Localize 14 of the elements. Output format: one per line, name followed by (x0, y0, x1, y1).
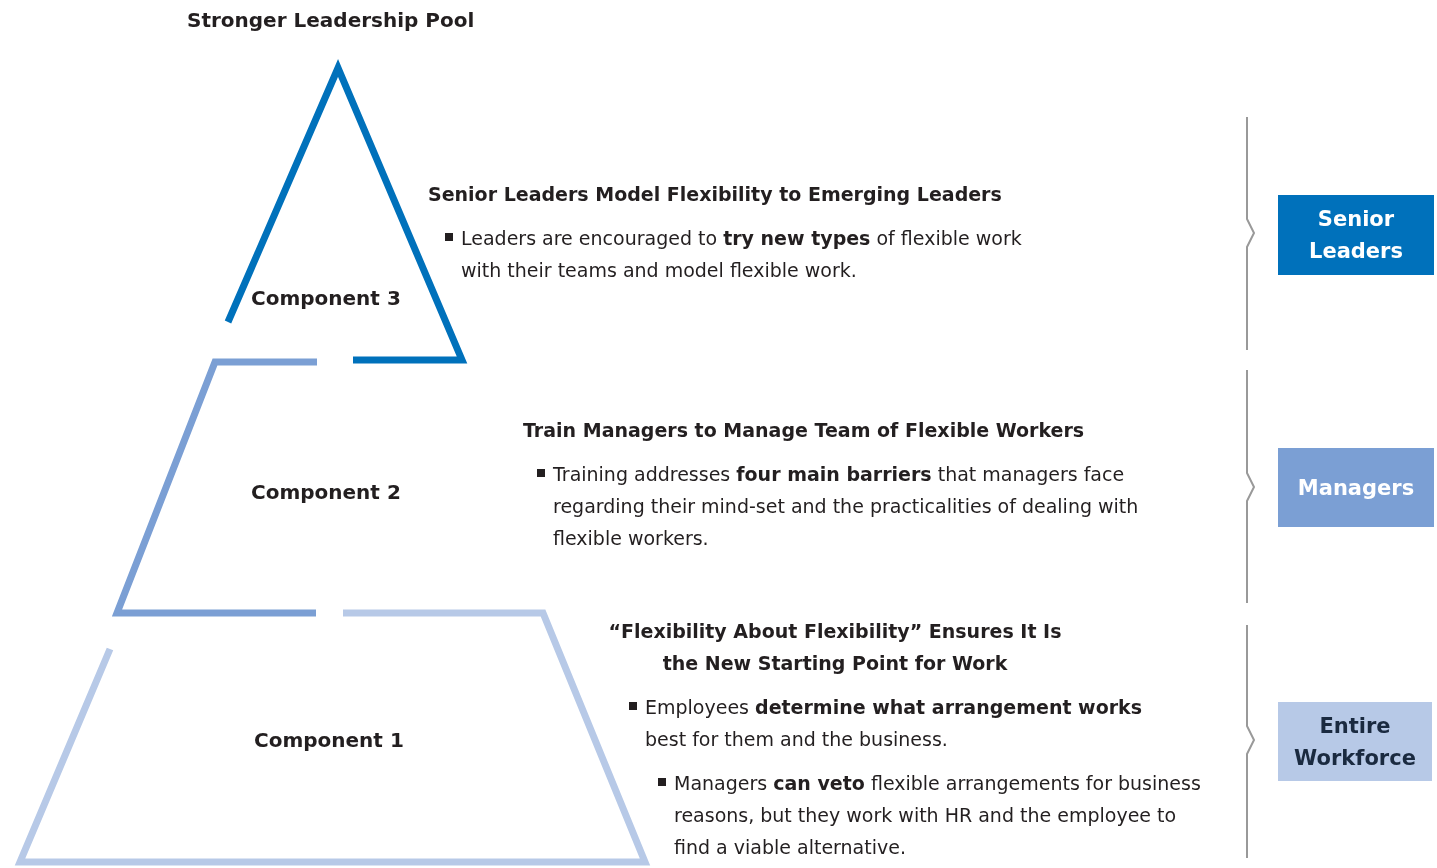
audience-box: Senior Leaders (1278, 195, 1434, 275)
layer-label: Component 1 (254, 728, 404, 752)
section-heading: Train Managers to Manage Team of Flexible Workers (523, 418, 1086, 443)
bullet-text: Managers can veto flexible arrangements for business reasons, but they work with HR and the employee to find a viable alternative. (674, 771, 1202, 860)
audience-box: Entire Workforce (1278, 702, 1432, 781)
layer-label: Component 2 (251, 480, 401, 504)
bullet-text: Training addresses four main barriers that managers face regarding their mind-set and the practicalities of dealing with flexible workers. (553, 462, 1140, 551)
section-heading: “Flexibility About Flexibility” Ensures It Is the New Starting Point for Work (607, 619, 1063, 676)
bullet-text: Leaders are encouraged to try new types of flexible work with their teams and model flexible work. (461, 226, 1023, 283)
section-heading: Senior Leaders Model Flexibility to Emerging Leaders (428, 182, 1003, 207)
bullet-text: Employees determine what arrangement works best for them and the business. (645, 695, 1144, 752)
diagram-title: Stronger Leadership Pool (187, 7, 475, 34)
audience-box: Managers (1278, 448, 1434, 527)
layer-label: Component 3 (251, 286, 401, 310)
